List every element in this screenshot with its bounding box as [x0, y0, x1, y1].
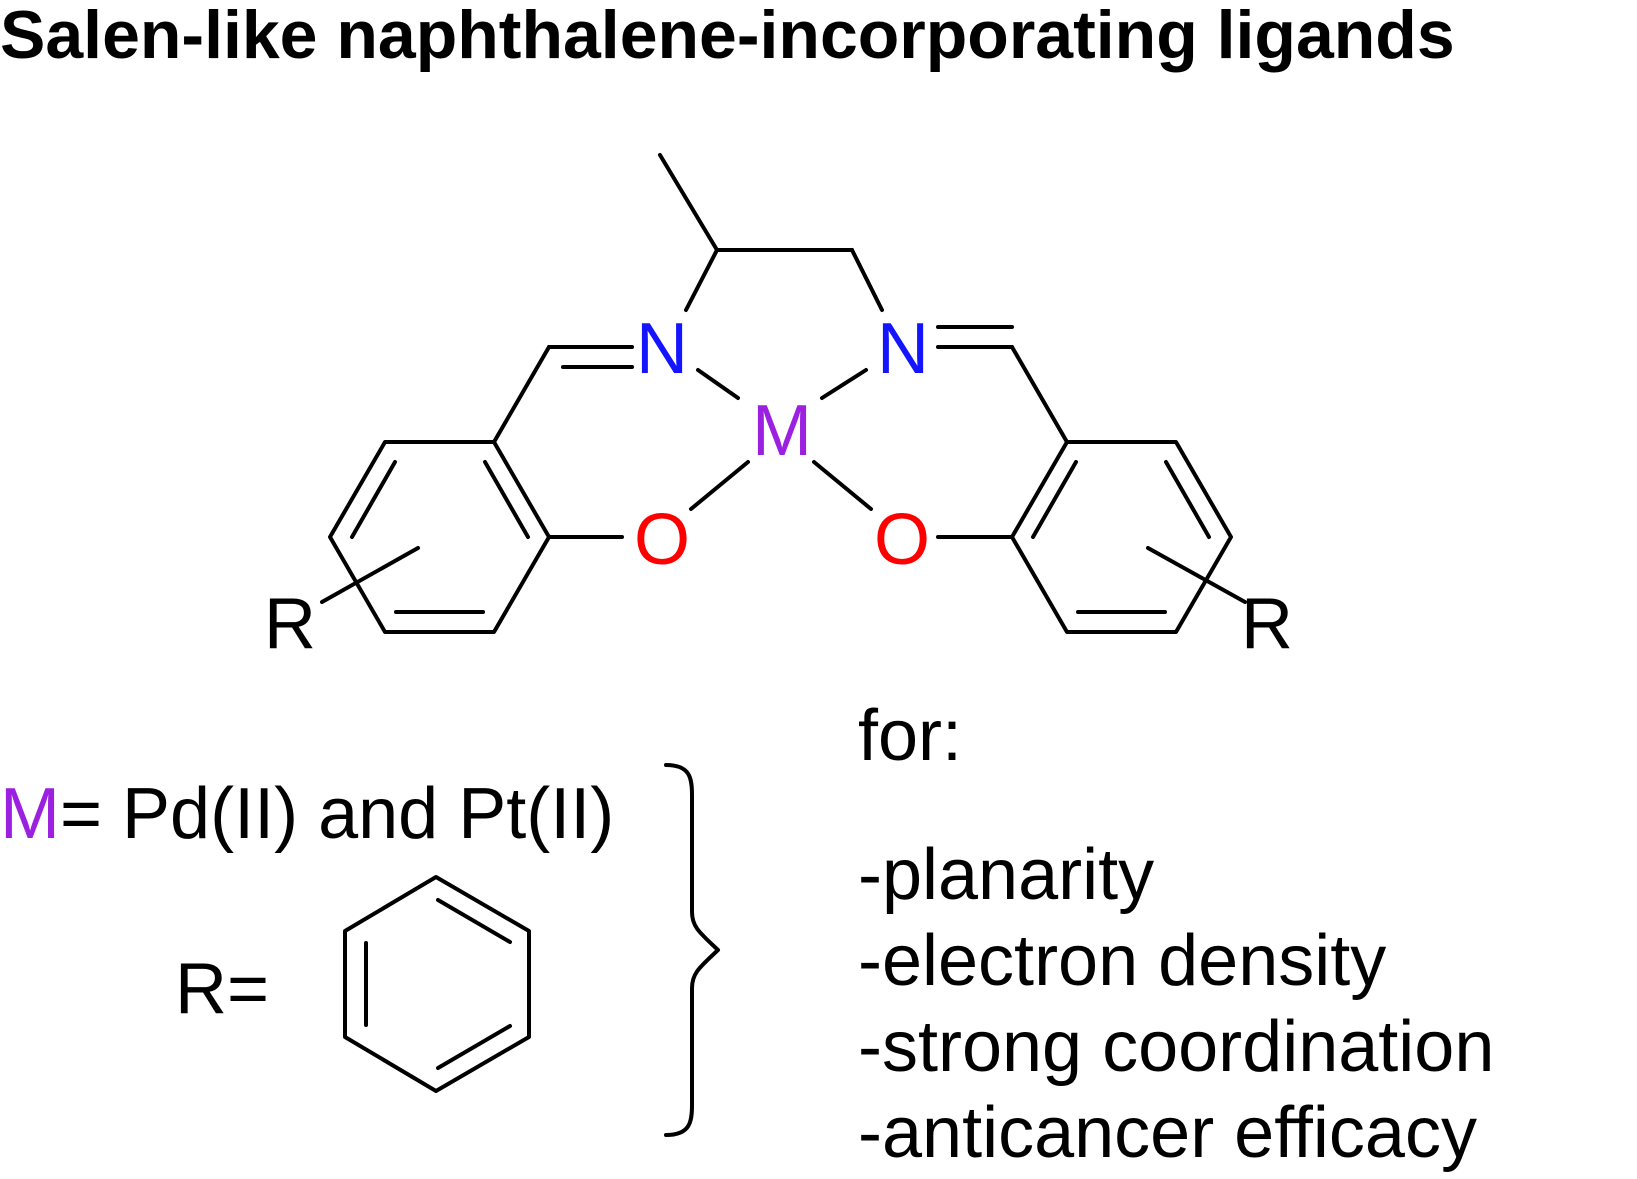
- purpose-list: for: -planarity -electron density -stron…: [858, 696, 1494, 1173]
- purpose-item-anticancer-efficacy: -anticancer efficacy: [858, 1093, 1477, 1173]
- atom-nitrogen-right: N: [877, 309, 929, 389]
- benzene-ring-icon: [343, 875, 531, 1093]
- atom-oxygen-left: O: [634, 500, 690, 580]
- bond-o-left-m: [689, 460, 750, 511]
- bond-r-left: [320, 546, 420, 604]
- bond-n-left-m: [696, 368, 740, 400]
- ring-right-double-2: [1031, 460, 1078, 539]
- bond-imine-c-ring-left: [492, 345, 551, 444]
- title: Salen-like naphthalene-incorporating lig…: [0, 0, 1455, 73]
- ring-left-double-1: [350, 460, 397, 539]
- metal-text: = Pd(II) and Pt(II): [60, 774, 614, 854]
- atom-substituent-right: R: [1241, 584, 1293, 664]
- purpose-item-electron-density: -electron density: [858, 921, 1386, 1001]
- bond-ch-n-left: [684, 248, 719, 312]
- bond-n-right-m: [820, 368, 868, 400]
- metal-symbol: M: [0, 774, 60, 854]
- metal-definition: M= Pd(II) and Pt(II): [0, 774, 614, 854]
- atom-nitrogen-left: N: [636, 309, 688, 389]
- ring-left-double-2: [483, 460, 530, 539]
- r-definition-label: R=: [175, 949, 269, 1029]
- bond-r-right: [1146, 546, 1247, 604]
- bond-imine-c-ring-right: [1010, 345, 1069, 444]
- purpose-item-planarity: -planarity: [858, 835, 1154, 915]
- ring-left: [328, 440, 551, 634]
- bond-ch2-n-right: [850, 248, 884, 312]
- purpose-heading: for:: [858, 696, 962, 776]
- curly-brace: [664, 763, 720, 1137]
- ring-right-double-1: [1164, 460, 1211, 539]
- salen-complex-structure: N N M O O R R: [264, 153, 1293, 664]
- purpose-item-strong-coordination: -strong coordination: [858, 1007, 1494, 1087]
- definitions: M= Pd(II) and Pt(II) R=: [0, 774, 614, 1093]
- ring-right: [1010, 440, 1233, 634]
- bond-methyl: [658, 153, 719, 252]
- atom-oxygen-right: O: [874, 500, 930, 580]
- atom-substituent-left: R: [264, 584, 316, 664]
- bond-o-right-m: [812, 460, 873, 511]
- atom-metal: M: [752, 391, 812, 471]
